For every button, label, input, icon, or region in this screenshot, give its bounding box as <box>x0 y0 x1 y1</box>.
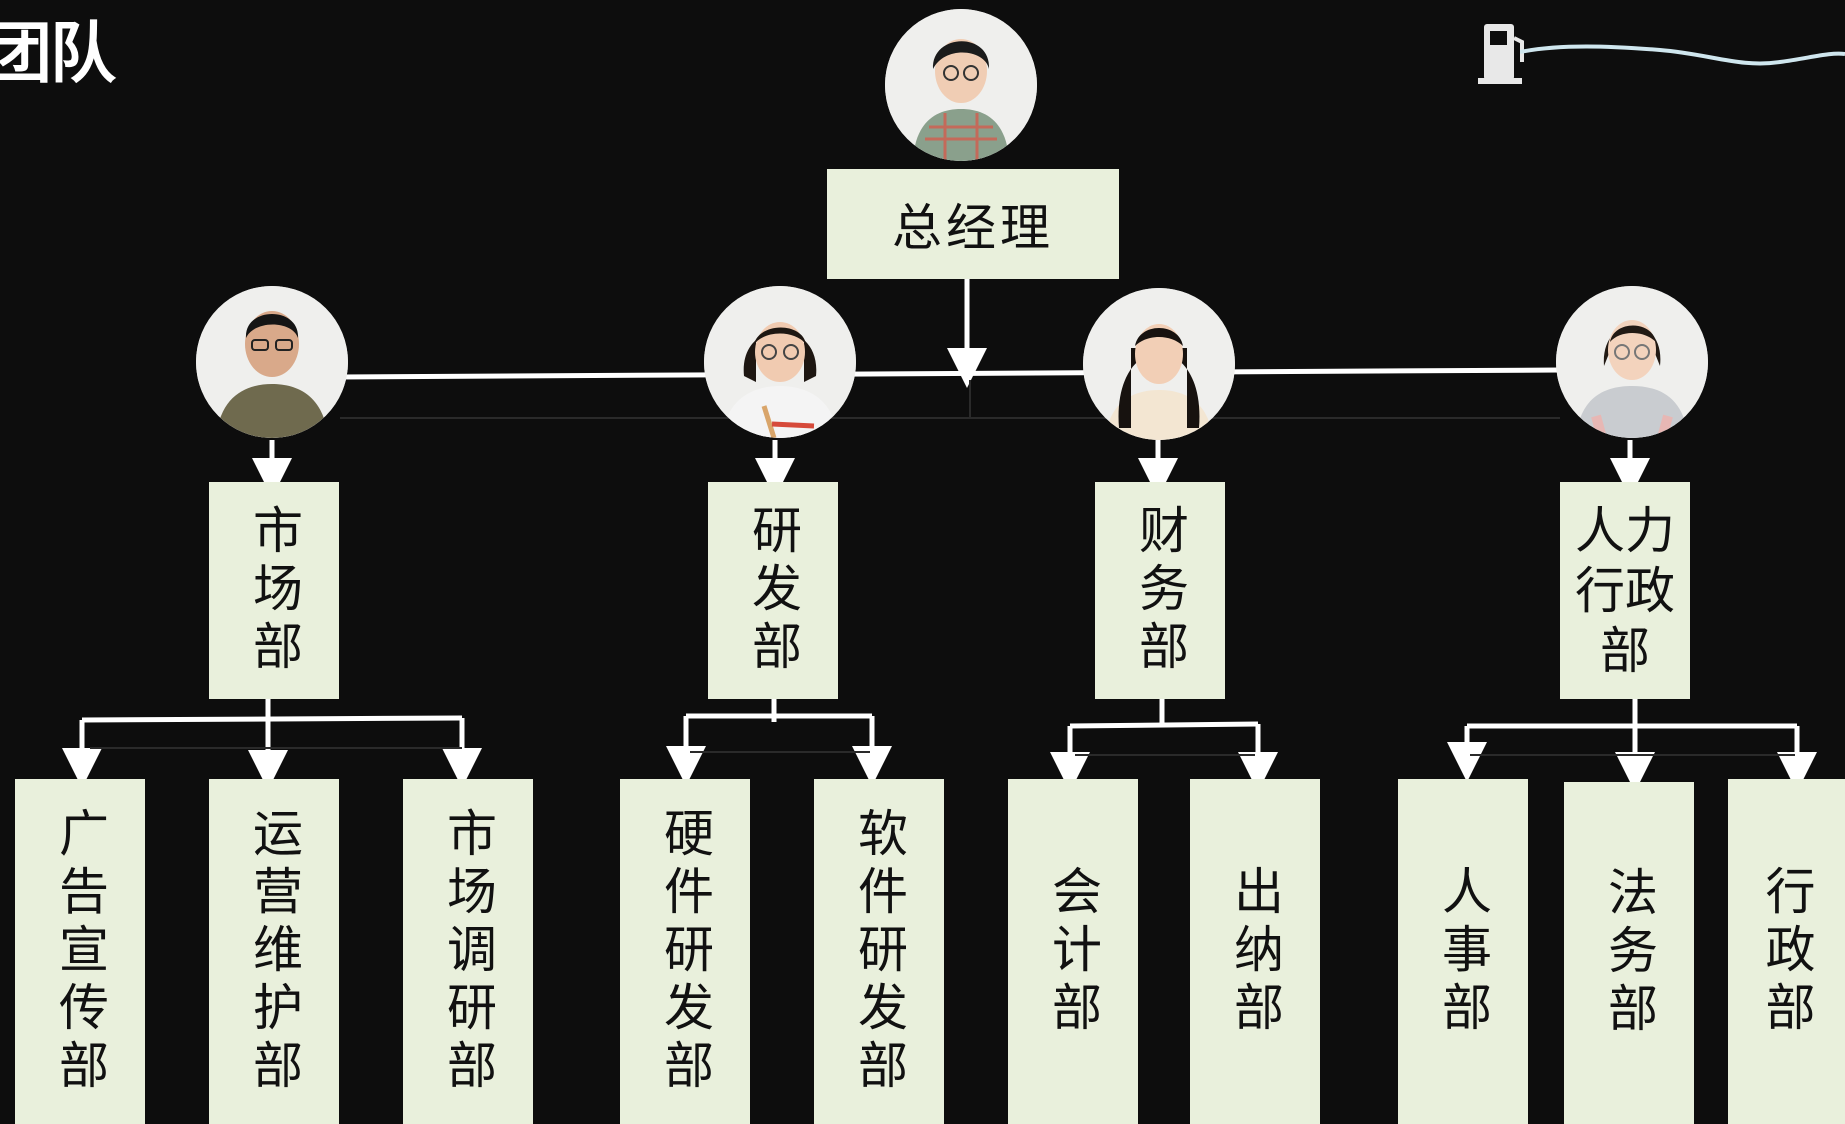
sub-department-box: 软件研发部 <box>814 779 944 1124</box>
manager-bus-line <box>339 367 1561 380</box>
rnd-manager-avatar <box>704 286 856 438</box>
wave-line-decoration <box>1520 44 1845 66</box>
general-manager-avatar <box>885 9 1037 161</box>
hr-admin-manager-avatar <box>1556 286 1708 438</box>
department-box-rnd: 研发部 <box>708 482 838 699</box>
page-title: 团队 <box>0 15 116 92</box>
department-label: 人力行政部 <box>1575 501 1675 680</box>
sub-department-label: 广告宣传部 <box>51 806 109 1097</box>
sub-department-label: 法务部 <box>1600 866 1658 1040</box>
sub-department-label: 市场调研部 <box>439 806 497 1097</box>
marketing-manager-avatar <box>196 286 348 438</box>
sub-department-label: 会计部 <box>1044 864 1102 1039</box>
sub-department-box: 广告宣传部 <box>15 779 145 1124</box>
sub-department-box: 法务部 <box>1564 782 1694 1124</box>
department-box-marketing: 市场部 <box>209 482 339 699</box>
department-box-finance: 财务部 <box>1095 482 1225 699</box>
sub-department-box: 人事部 <box>1398 779 1528 1124</box>
general-manager-box: 总经理 <box>827 169 1119 279</box>
sub-department-box: 运营维护部 <box>209 779 339 1124</box>
department-label: 市场部 <box>245 503 303 678</box>
department-label: 财务部 <box>1131 503 1189 678</box>
general-manager-label: 总经理 <box>892 199 1054 257</box>
sub-department-box: 出纳部 <box>1190 779 1320 1124</box>
sub-department-box: 行政部 <box>1728 779 1845 1124</box>
sub-department-label: 软件研发部 <box>850 806 908 1097</box>
sub-department-box: 硬件研发部 <box>620 779 750 1124</box>
sub-department-label: 人事部 <box>1434 864 1492 1039</box>
sub-department-label: 出纳部 <box>1226 864 1284 1039</box>
department-label: 研发部 <box>744 503 802 678</box>
sub-department-label: 运营维护部 <box>245 806 303 1097</box>
finance-manager-avatar <box>1083 288 1235 440</box>
department-box-hr-admin: 人力行政部 <box>1560 482 1690 699</box>
sub-department-box: 会计部 <box>1008 779 1138 1124</box>
sub-department-label: 行政部 <box>1757 864 1816 1039</box>
fuel-pump-icon <box>1478 24 1524 84</box>
sub-department-box: 市场调研部 <box>403 779 533 1124</box>
sub-department-label: 硬件研发部 <box>656 806 714 1097</box>
